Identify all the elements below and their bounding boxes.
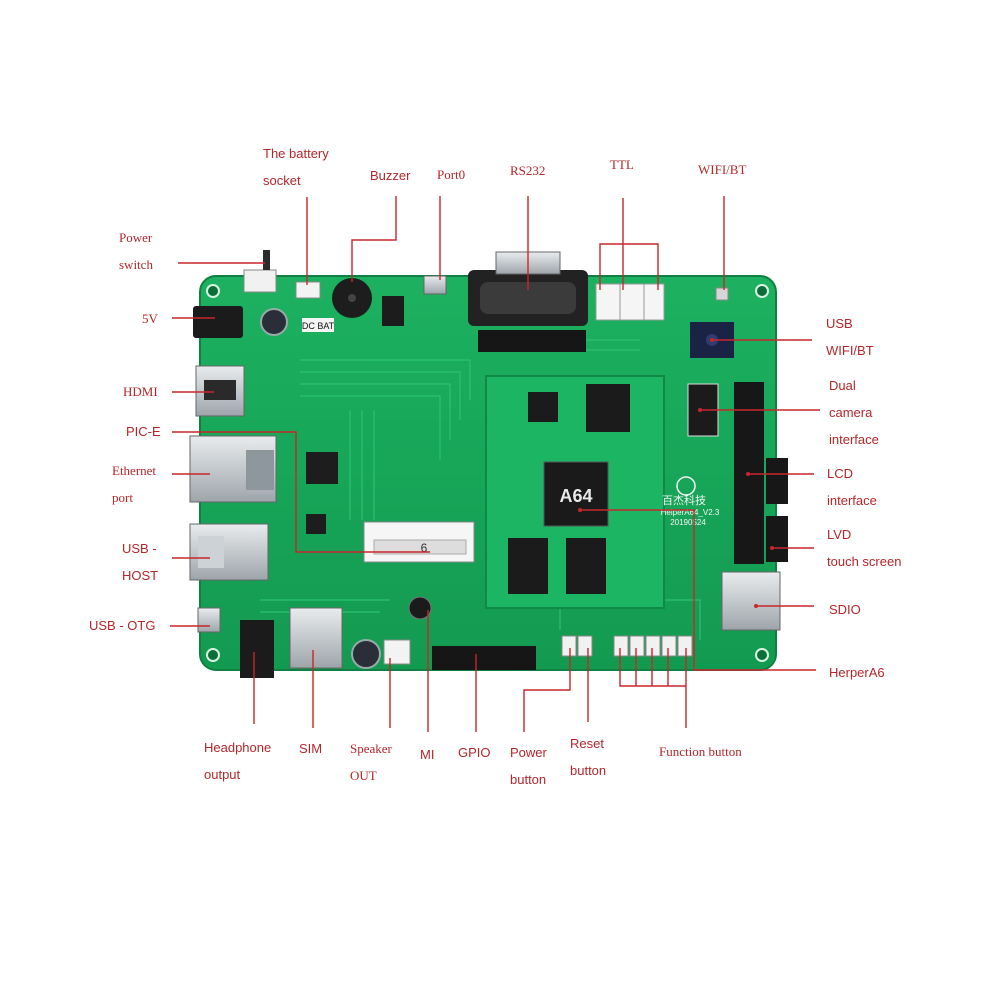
label-wifi-bt: WIFI/BT [698, 162, 747, 177]
port0-component [423, 275, 447, 295]
core-module: A64 [485, 375, 665, 609]
microphone-component [408, 596, 432, 620]
ttl-connectors [595, 283, 665, 321]
label-usb-wifi-bt-line2: WIFI/BT [826, 343, 874, 358]
label-dual-camera: Dual camera interface [829, 372, 879, 453]
sdio-component [721, 571, 781, 631]
label-usb-wifi-bt: USB WIFI/BT [826, 310, 874, 364]
label-speaker: Speaker OUT [350, 735, 392, 789]
label-hdmi: HDMI [123, 384, 158, 399]
label-power-button-line2: button [510, 772, 547, 787]
label-battery-socket: The battery socket [263, 140, 329, 194]
label-reset-button-line1: Reset [570, 736, 604, 751]
label-battery-socket-line1: The battery [263, 146, 329, 161]
label-usb-host-line1: USB - [122, 541, 157, 556]
label-lcd-line2: interface [827, 493, 877, 508]
label-power-switch-line1: Power [119, 230, 153, 245]
label-battery-socket-line2: socket [263, 173, 301, 188]
rs232-connector [468, 251, 588, 326]
label-lcd: LCD interface [827, 460, 877, 514]
label-speaker-line2: OUT [350, 768, 377, 783]
mounting-holes [206, 284, 769, 662]
label-power-button: Power button [510, 739, 547, 793]
leader-pic-e [172, 431, 430, 553]
headphone-component [240, 620, 274, 678]
leader-ttl [599, 198, 659, 290]
label-usb-wifi-bt-line1: USB [826, 316, 853, 331]
sim-component [289, 607, 343, 669]
label-gpio: GPIO [458, 745, 491, 760]
label-ethernet-line1: Ethernet [112, 463, 157, 478]
label-port0: Port0 [437, 167, 466, 182]
label-lvd-line1: LVD [827, 527, 852, 542]
label-lvd-line2: touch screen [827, 554, 902, 569]
pcie-slot: 6 [363, 521, 475, 563]
label-speaker-line1: Speaker [350, 741, 392, 756]
leader-dots [578, 338, 774, 608]
label-reset-button: Reset button [570, 730, 606, 784]
label-ethernet: Ethernet port [112, 457, 156, 511]
label-headphone-line2: output [204, 767, 241, 782]
a64-chip [543, 461, 609, 527]
module-brand: 百杰科技 [662, 493, 706, 507]
label-usb-host: USB - HOST [122, 535, 158, 589]
label-sim: SIM [299, 741, 323, 756]
label-lcd-line1: LCD [827, 466, 854, 481]
label-rs232: RS232 [510, 163, 546, 178]
label-dual-camera-line1: Dual [829, 378, 856, 393]
label-headphone-line1: Headphone [204, 740, 272, 755]
label-sdio: SDIO [829, 602, 861, 617]
usb-otg-component [197, 607, 221, 633]
slot-number: 6 [421, 541, 428, 555]
label-reset-button-line2: button [570, 763, 607, 778]
label-ttl: TTL [610, 157, 634, 172]
leader-herpera6 [580, 509, 816, 671]
module-date: 20190524 [670, 518, 706, 527]
label-usb-host-line2: HOST [122, 568, 159, 583]
leader-lines [170, 196, 820, 732]
label-lvd: LVD touch screen [827, 521, 901, 575]
battery-socket-component [295, 281, 321, 299]
leader-function-button [619, 648, 687, 728]
button-row [561, 635, 693, 657]
label-power-button-line1: Power [510, 745, 547, 760]
label-mi: MI [420, 747, 435, 762]
dc-jack-component [193, 306, 243, 338]
label-dual-camera-line3: interface [829, 432, 879, 447]
capacitor-component [260, 308, 288, 336]
label-dual-camera-line2: camera [829, 405, 873, 420]
label-usb-otg: USB - OTG [89, 618, 156, 633]
label-headphone: Headphone output [204, 734, 271, 788]
label-pic-e: PIC-E [126, 424, 161, 439]
label-5v: 5V [142, 311, 158, 326]
label-function-button: Function button [659, 744, 742, 759]
label-buzzer: Buzzer [370, 168, 411, 183]
power-switch-component [243, 269, 277, 293]
label-herpera6: HerperA6 [829, 665, 885, 680]
module-name: HelperA64_V2.3 [661, 508, 720, 517]
gpio-header [432, 646, 536, 670]
label-ethernet-line2: port [112, 490, 133, 505]
leader-power-button [523, 648, 571, 732]
label-power-switch-line2: switch [119, 257, 153, 272]
leader-buzzer [351, 196, 397, 282]
speaker-capacitor [351, 639, 381, 669]
chip-label: A64 [559, 486, 592, 506]
dc-bat-label: DC BAT [302, 321, 335, 331]
speaker-component [383, 639, 411, 665]
label-power-switch: Power switch [119, 224, 153, 278]
